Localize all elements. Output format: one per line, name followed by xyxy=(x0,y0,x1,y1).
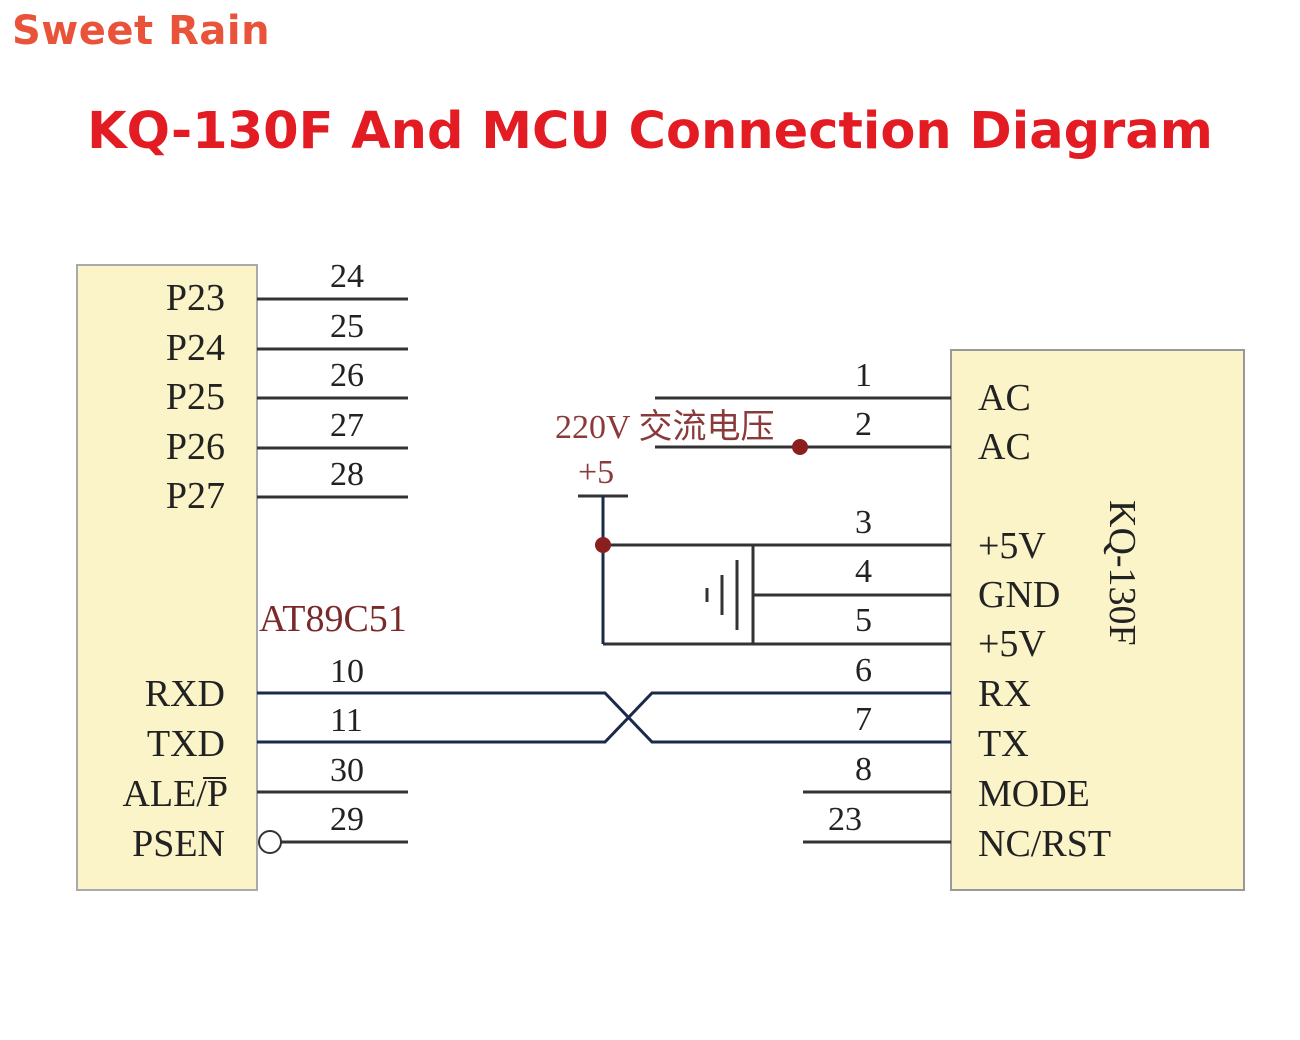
ac-junction-dot xyxy=(792,439,808,455)
mcu-pin-label-p25: P25 xyxy=(166,376,225,418)
module-pin-num-8: 8 xyxy=(855,751,872,788)
mcu-pin-num-30: 30 xyxy=(330,752,364,789)
ac-voltage-label: 220V 交流电压 xyxy=(555,408,774,446)
mcu-pin-num-28: 28 xyxy=(330,456,364,493)
mcu-box xyxy=(76,264,258,891)
mcu-pin-label-txd: TXD xyxy=(147,723,225,765)
mcu-pin-label-ale: ALE/P xyxy=(122,773,228,815)
module-pin-label-tx: TX xyxy=(978,723,1029,765)
mcu-pin-label-rxd: RXD xyxy=(145,673,225,715)
supply-label: +5 xyxy=(578,454,614,491)
mcu-pin-num-26: 26 xyxy=(330,357,364,394)
module-pin-num-2: 2 xyxy=(855,406,872,443)
mcu-pin-num-10: 10 xyxy=(330,653,364,690)
module-pin-num-1: 1 xyxy=(855,357,872,394)
supply-junction-dot xyxy=(595,537,611,553)
mcu-pin-label-p24: P24 xyxy=(166,327,225,369)
diagram-title: KQ-130F And MCU Connection Diagram xyxy=(87,102,1213,161)
module-pin-label-5v-a: +5V xyxy=(978,525,1046,567)
mcu-pin-label-p27: P27 xyxy=(166,475,225,517)
module-box xyxy=(950,349,1245,891)
mcu-pin-num-27: 27 xyxy=(330,407,364,444)
mcu-pin-label-p26: P26 xyxy=(166,426,225,468)
module-pin-num-4: 4 xyxy=(855,553,872,590)
mcu-pin-num-11: 11 xyxy=(330,702,363,739)
module-pin-label-ac2: AC xyxy=(978,426,1031,468)
module-pin-label-ncrst: NC/RST xyxy=(978,823,1111,865)
mcu-pin-num-25: 25 xyxy=(330,308,364,345)
mcu-pin-num-29: 29 xyxy=(330,801,364,838)
mcu-name: AT89C51 xyxy=(259,598,407,640)
mcu-pin-label-p23: P23 xyxy=(166,277,225,319)
psen-inversion-bubble xyxy=(258,830,282,854)
module-pin-num-5: 5 xyxy=(855,602,872,639)
module-pin-label-rx: RX xyxy=(978,673,1031,715)
mcu-pin-num-24: 24 xyxy=(330,258,364,295)
module-pin-num-3: 3 xyxy=(855,504,872,541)
brand-name: Sweet Rain xyxy=(12,8,271,54)
module-pin-num-6: 6 xyxy=(855,652,872,689)
wire-txd-to-rx xyxy=(257,691,951,744)
module-pin-label-mode: MODE xyxy=(978,773,1090,815)
module-pin-num-23: 23 xyxy=(828,801,862,838)
module-pin-label-gnd: GND xyxy=(978,574,1060,616)
mcu-pin-label-psen: PSEN xyxy=(132,823,225,865)
module-pin-label-ac1: AC xyxy=(978,377,1031,419)
module-pin-label-5v-b: +5V xyxy=(978,623,1046,665)
module-name: KQ-130F xyxy=(1101,500,1143,646)
ground-symbol-icon xyxy=(705,545,755,644)
module-pin-num-7: 7 xyxy=(855,701,872,738)
